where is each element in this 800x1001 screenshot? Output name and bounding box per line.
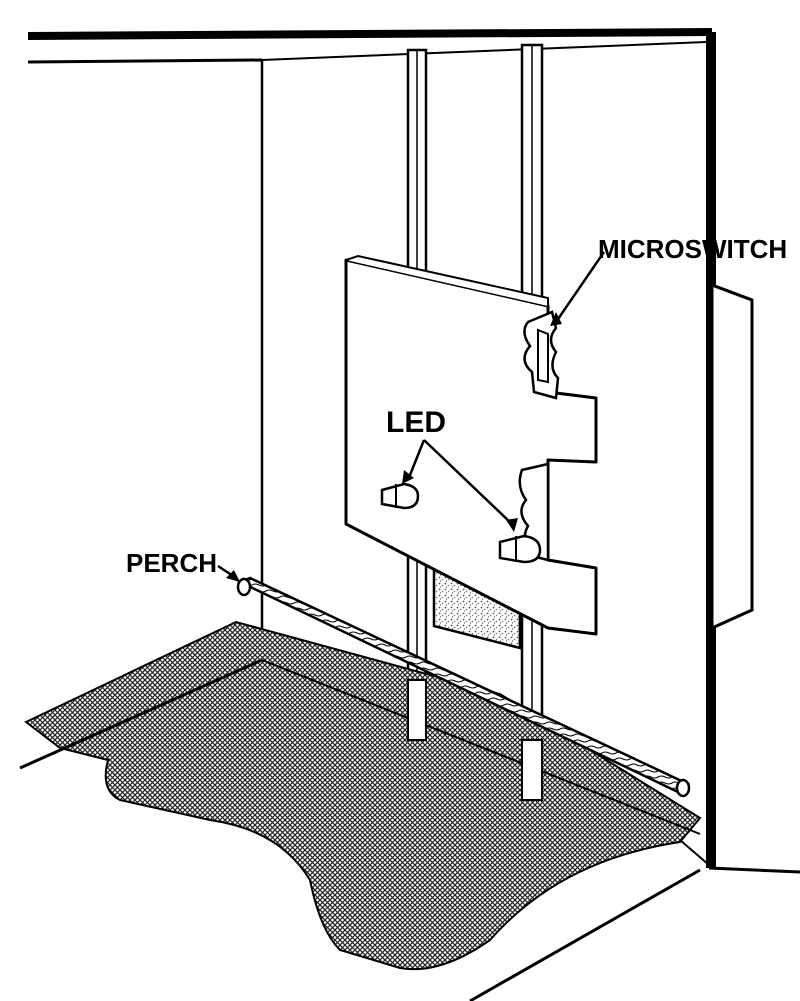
led-right — [498, 534, 542, 564]
grid-floor — [19, 620, 702, 1001]
callout-leaders — [217, 251, 606, 582]
label-perch: PERCH — [126, 548, 217, 578]
chamber-ceiling — [27, 28, 712, 64]
external-housing-box — [710, 282, 754, 631]
rail-feet — [407, 679, 543, 801]
intelligence-panel — [344, 254, 598, 636]
label-led: LED — [386, 406, 446, 439]
label-microswitch: MICROSWITCH — [598, 234, 787, 264]
microswitch — [523, 310, 560, 400]
led-left — [380, 482, 420, 510]
perch-rod — [236, 576, 691, 798]
